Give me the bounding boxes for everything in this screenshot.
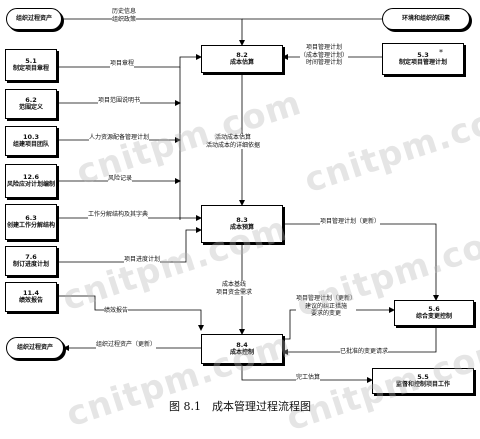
process-name: 风险应对计划编制 xyxy=(7,181,56,189)
box-label: 组织过程资产 xyxy=(15,15,52,23)
process-number: 5.6 xyxy=(428,305,440,314)
process-name: 组建项目团队 xyxy=(12,141,49,149)
staffing-plan-label: 人力资源配备管理计划 xyxy=(89,134,150,142)
process-number: 8.4 xyxy=(236,341,248,350)
process-6-3-box[interactable]: 6.3 创建工作分解结构 xyxy=(5,204,57,240)
cost-management-flow-diagram: 组织过程资产 环境和组织的因素 5.1 制定项目章程 6.2 范围定义 10.3… xyxy=(5,8,480,439)
process-name: 制定项目章程 xyxy=(12,65,49,73)
process-11-4-box[interactable]: 11.4 绩效报告 xyxy=(5,282,57,312)
process-name: 范围定义 xyxy=(18,104,43,112)
process-number: 10.3 xyxy=(22,133,40,142)
performance-report-label: 绩效报告 xyxy=(104,307,129,315)
process-5-5-box[interactable]: 5.5 监督和控制项目工作 xyxy=(372,368,474,394)
process-8-3-cost-budgeting-box[interactable]: 8.3 成本预算 xyxy=(201,205,283,243)
figure-caption: 图 8.1 成本管理过程流程图 xyxy=(169,400,311,413)
label-line: 项目管理计划 xyxy=(306,44,343,51)
process-8-2-cost-estimating-box[interactable]: 8.2 成本估算 xyxy=(201,45,283,73)
process-number: 5.3 xyxy=(417,51,429,60)
process-8-4-cost-control-box[interactable]: 8.4 成本控制 xyxy=(201,334,283,364)
org-process-assets-input-box[interactable]: 组织过程资产 xyxy=(6,8,62,30)
baseline-funding-label: 成本基线 项目资金需求 xyxy=(216,281,253,296)
label-line: 项目资金需求 xyxy=(216,288,253,296)
process-number: 7.6 xyxy=(25,253,37,262)
process-name: 成本控制 xyxy=(229,349,254,357)
wbs-label: 工作分解结构及其字典 xyxy=(88,211,149,219)
process-number: 6.2 xyxy=(25,96,37,105)
process-number: 5.5 xyxy=(417,373,429,382)
risk-register-label: 风险记录 xyxy=(108,175,133,183)
process-7-6-box[interactable]: 7.6 制订进度计划 xyxy=(5,246,57,276)
process-5-3-box[interactable]: 5.3 制定项目管理计划 xyxy=(382,43,464,75)
org-process-assets-output-box[interactable]: 组织过程资产 xyxy=(6,337,64,359)
enterprise-environmental-factors-box[interactable]: 环境和组织的因素 xyxy=(382,8,470,30)
label-line: 历史信息 xyxy=(112,8,137,15)
star-marker: * xyxy=(439,48,443,57)
opa-update-label: 组织过程资产（更新） xyxy=(96,341,157,349)
process-5-6-box[interactable]: 5.6 综合变更控制 xyxy=(394,300,474,326)
label-line: （成本管理计划） xyxy=(300,51,349,59)
activity-cost-label: 活动成本估算 活动成本的详细依据 xyxy=(206,134,261,149)
process-number: 12.6 xyxy=(22,173,40,182)
process-name: 综合变更控制 xyxy=(415,313,452,321)
label-line: 成本基线 xyxy=(222,281,247,288)
process-number: 8.2 xyxy=(236,51,248,60)
scope-statement-label: 项目范围说明书 xyxy=(98,97,141,105)
approved-changes-label: 已批准的变更请求 xyxy=(340,348,389,356)
process-10-3-box[interactable]: 10.3 组建项目团队 xyxy=(5,126,57,156)
label-line: 活动成本估算 xyxy=(215,134,252,141)
process-number: 5.1 xyxy=(25,57,37,66)
process-5-1-box[interactable]: 5.1 制定项目章程 xyxy=(5,49,57,81)
label-line: 组织政策 xyxy=(112,15,137,23)
box-label: 环境和组织的因素 xyxy=(401,15,450,23)
pm-plan-label: 项目管理计划 （成本管理计划） 时间管理计划 xyxy=(300,44,349,67)
process-name: 监督和控制项目工作 xyxy=(395,381,450,389)
process-number: 8.3 xyxy=(236,216,248,225)
process-12-6-box[interactable]: 12.6 风险应对计划编制 xyxy=(5,164,57,198)
process-number: 6.3 xyxy=(25,214,37,223)
eac-label: 完工估算 xyxy=(296,374,321,382)
process-6-2-box[interactable]: 6.2 范围定义 xyxy=(5,89,57,119)
label-line: 项目管理计划（更新） xyxy=(296,295,357,302)
schedule-label: 项目进度计划 xyxy=(124,256,161,264)
process-name: 制定项目管理计划 xyxy=(398,59,447,67)
control-outputs-label: 项目管理计划（更新） 建议的纠正措施 要求的变更 xyxy=(296,295,357,318)
process-number: 11.4 xyxy=(22,289,40,298)
process-name: 成本预算 xyxy=(229,224,254,232)
process-name: 创建工作分解结构 xyxy=(7,222,56,230)
label-line: 活动成本的详细依据 xyxy=(206,141,261,149)
label-line: 建议的纠正措施 xyxy=(305,302,348,310)
process-name: 成本估算 xyxy=(229,59,254,67)
charter-label: 项目章程 xyxy=(110,60,135,68)
process-name: 制订进度计划 xyxy=(12,261,49,269)
label-line: 要求的变更 xyxy=(311,310,342,317)
label-line: 时间管理计划 xyxy=(306,59,343,66)
box-label: 组织过程资产 xyxy=(16,344,53,352)
pm-plan-update-label: 项目管理计划（更新） xyxy=(320,218,381,226)
history-policy-label: 历史信息 组织政策 xyxy=(112,8,137,23)
process-name: 绩效报告 xyxy=(18,297,43,305)
